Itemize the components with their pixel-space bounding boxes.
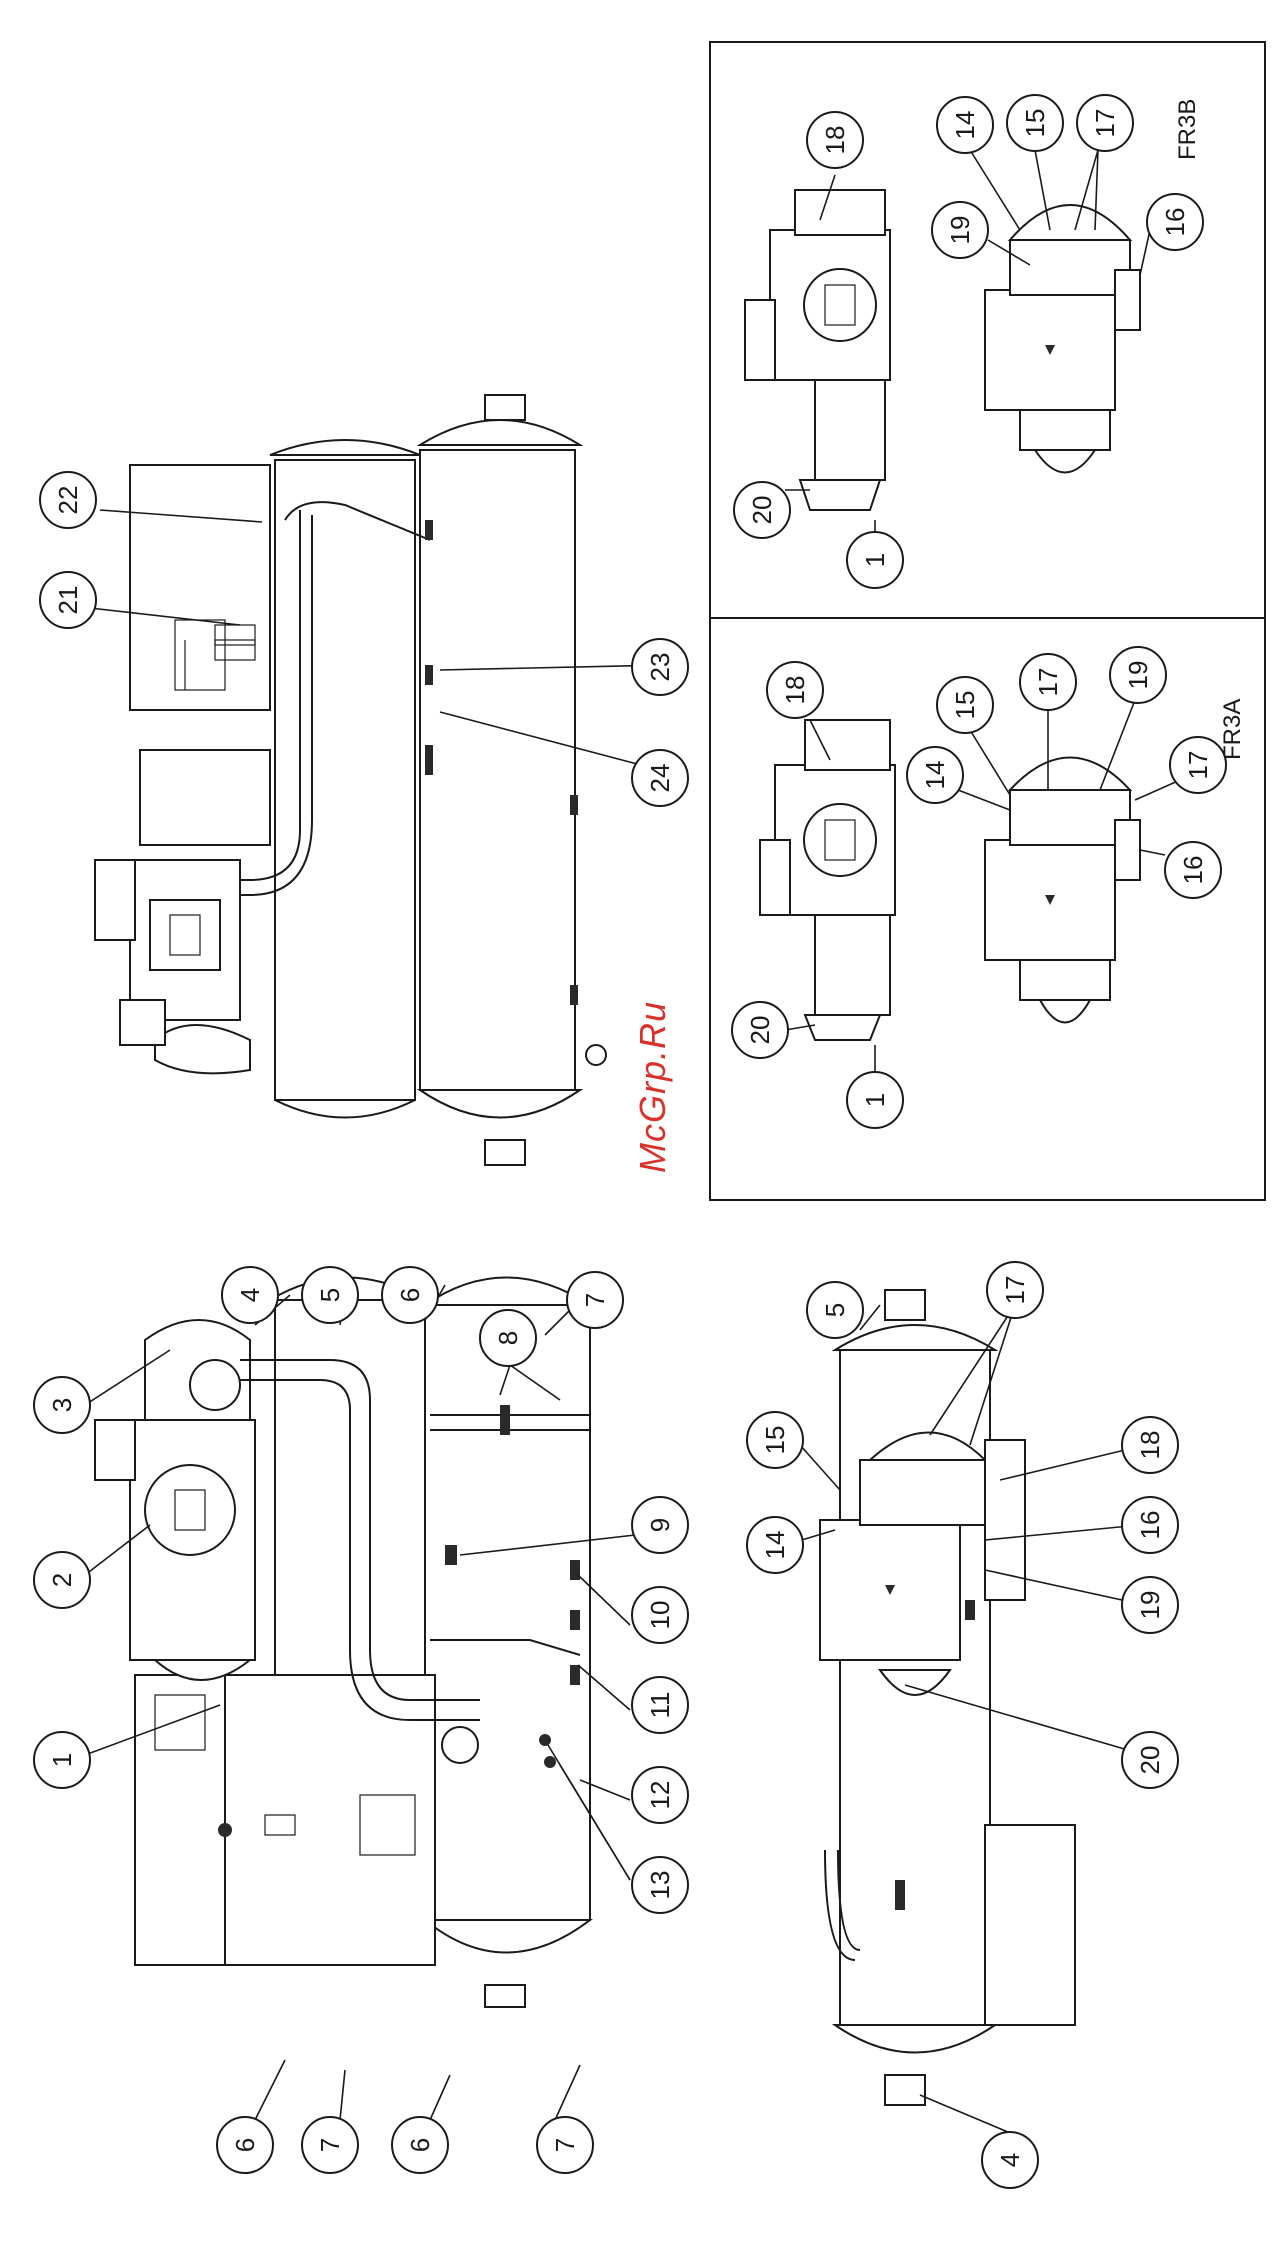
svg-text:18: 18 bbox=[820, 126, 850, 155]
svg-text:11: 11 bbox=[645, 1692, 675, 1719]
watermark: McGrp.Ru bbox=[628, 987, 678, 1187]
callout-14-end: 14 bbox=[747, 1517, 803, 1573]
svg-text:14: 14 bbox=[760, 1531, 790, 1560]
svg-text:19: 19 bbox=[1123, 661, 1153, 690]
svg-text:19: 19 bbox=[945, 216, 975, 245]
svg-text:23: 23 bbox=[645, 653, 675, 682]
svg-text:12: 12 bbox=[645, 1781, 675, 1810]
svg-text:7: 7 bbox=[550, 2138, 580, 2152]
side-view-chiller bbox=[95, 1278, 590, 2008]
svg-text:19: 19 bbox=[1135, 1591, 1165, 1620]
svg-text:4: 4 bbox=[235, 1288, 265, 1302]
svg-text:18: 18 bbox=[1135, 1431, 1165, 1460]
callout-7-side-top: 7 bbox=[567, 1272, 623, 1328]
callout-7-side-bottom-b: 7 bbox=[537, 2117, 593, 2173]
svg-text:14: 14 bbox=[950, 111, 980, 140]
svg-text:15: 15 bbox=[760, 1426, 790, 1455]
callout-17-fr3b: 17 bbox=[1077, 95, 1133, 151]
svg-text:1: 1 bbox=[860, 553, 890, 567]
svg-text:4: 4 bbox=[995, 2153, 1025, 2167]
svg-text:22: 22 bbox=[53, 486, 83, 515]
svg-text:20: 20 bbox=[745, 1016, 775, 1045]
svg-text:16: 16 bbox=[1178, 856, 1208, 885]
svg-text:6: 6 bbox=[230, 2138, 260, 2152]
callout-16-fr3a: 16 bbox=[1165, 842, 1221, 898]
callout-17-end: 17 bbox=[987, 1262, 1043, 1318]
svg-text:14: 14 bbox=[920, 761, 950, 790]
callout-1-side: 1 bbox=[34, 1732, 90, 1788]
callout-4-end: 4 bbox=[982, 2132, 1038, 2188]
callout-18-end: 18 bbox=[1122, 1417, 1178, 1473]
svg-text:20: 20 bbox=[747, 496, 777, 525]
callout-4-side: 4 bbox=[222, 1267, 278, 1323]
svg-text:15: 15 bbox=[1020, 109, 1050, 138]
svg-text:10: 10 bbox=[645, 1601, 675, 1630]
svg-text:24: 24 bbox=[645, 764, 675, 793]
svg-text:8: 8 bbox=[493, 1331, 523, 1345]
callout-21: 21 bbox=[40, 572, 96, 628]
callout-6-side-bottom-b: 6 bbox=[392, 2117, 448, 2173]
svg-text:20: 20 bbox=[1135, 1746, 1165, 1775]
svg-text:6: 6 bbox=[405, 2138, 435, 2152]
callout-19-fr3a: 19 bbox=[1110, 647, 1166, 703]
svg-text:5: 5 bbox=[315, 1288, 345, 1302]
svg-text:17: 17 bbox=[1000, 1276, 1030, 1305]
svg-text:7: 7 bbox=[580, 1293, 610, 1307]
callout-15-fr3b: 15 bbox=[1007, 95, 1063, 151]
callout-23: 23 bbox=[632, 639, 688, 695]
callout-14-fr3b: 14 bbox=[937, 97, 993, 153]
callout-19-fr3b: 19 bbox=[932, 202, 988, 258]
callout-20-fr3a: 20 bbox=[732, 1002, 788, 1058]
svg-text:16: 16 bbox=[1135, 1511, 1165, 1540]
callout-18-fr3a: 18 bbox=[767, 662, 823, 718]
callout-1-fr3b: 1 bbox=[847, 532, 903, 588]
callout-10: 10 bbox=[632, 1587, 688, 1643]
svg-text:17: 17 bbox=[1183, 751, 1213, 780]
svg-text:21: 21 bbox=[53, 586, 83, 615]
svg-text:1: 1 bbox=[860, 1093, 890, 1107]
callout-14-fr3a: 14 bbox=[907, 747, 963, 803]
callout-3: 3 bbox=[34, 1377, 90, 1433]
callout-16-fr3b: 16 bbox=[1147, 194, 1203, 250]
callout-22: 22 bbox=[40, 472, 96, 528]
callout-2: 2 bbox=[34, 1552, 90, 1608]
svg-text:7: 7 bbox=[315, 2138, 345, 2152]
svg-text:17: 17 bbox=[1090, 109, 1120, 138]
svg-text:3: 3 bbox=[47, 1398, 77, 1412]
callout-19-end: 19 bbox=[1122, 1577, 1178, 1633]
callout-12: 12 bbox=[632, 1767, 688, 1823]
svg-text:16: 16 bbox=[1160, 208, 1190, 237]
callout-20-fr3b: 20 bbox=[734, 482, 790, 538]
callout-9: 9 bbox=[632, 1497, 688, 1553]
callout-15-end: 15 bbox=[747, 1412, 803, 1468]
callout-15-fr3a: 15 bbox=[937, 677, 993, 733]
svg-text:15: 15 bbox=[950, 691, 980, 720]
callout-8: 8 bbox=[480, 1310, 536, 1366]
svg-text:2: 2 bbox=[47, 1573, 77, 1587]
svg-text:18: 18 bbox=[780, 676, 810, 705]
callout-16-end: 16 bbox=[1122, 1497, 1178, 1553]
svg-text:5: 5 bbox=[820, 1303, 850, 1317]
callout-5-side: 5 bbox=[302, 1267, 358, 1323]
callout-6-side-bottom-a: 6 bbox=[217, 2117, 273, 2173]
top-view-chiller bbox=[95, 395, 606, 1165]
svg-text:13: 13 bbox=[645, 1871, 675, 1900]
svg-text:6: 6 bbox=[395, 1288, 425, 1302]
callout-17-fr3a-top: 17 bbox=[1020, 654, 1076, 710]
fr3b-label: FR3B bbox=[1174, 99, 1201, 160]
callout-13: 13 bbox=[632, 1857, 688, 1913]
svg-text:1: 1 bbox=[47, 1753, 77, 1767]
callout-11: 11 bbox=[632, 1677, 688, 1733]
callout-24: 24 bbox=[632, 750, 688, 806]
callout-18-fr3b: 18 bbox=[807, 112, 863, 168]
callout-5-end: 5 bbox=[807, 1282, 863, 1338]
callout-17-fr3a-side: 17 bbox=[1170, 737, 1226, 793]
callout-7-side-bottom-a: 7 bbox=[302, 2117, 358, 2173]
callout-6-side-top: 6 bbox=[382, 1267, 438, 1323]
svg-text:9: 9 bbox=[645, 1518, 675, 1532]
callout-1-fr3a: 1 bbox=[847, 1072, 903, 1128]
callout-20-end: 20 bbox=[1122, 1732, 1178, 1788]
svg-text:17: 17 bbox=[1033, 668, 1063, 697]
